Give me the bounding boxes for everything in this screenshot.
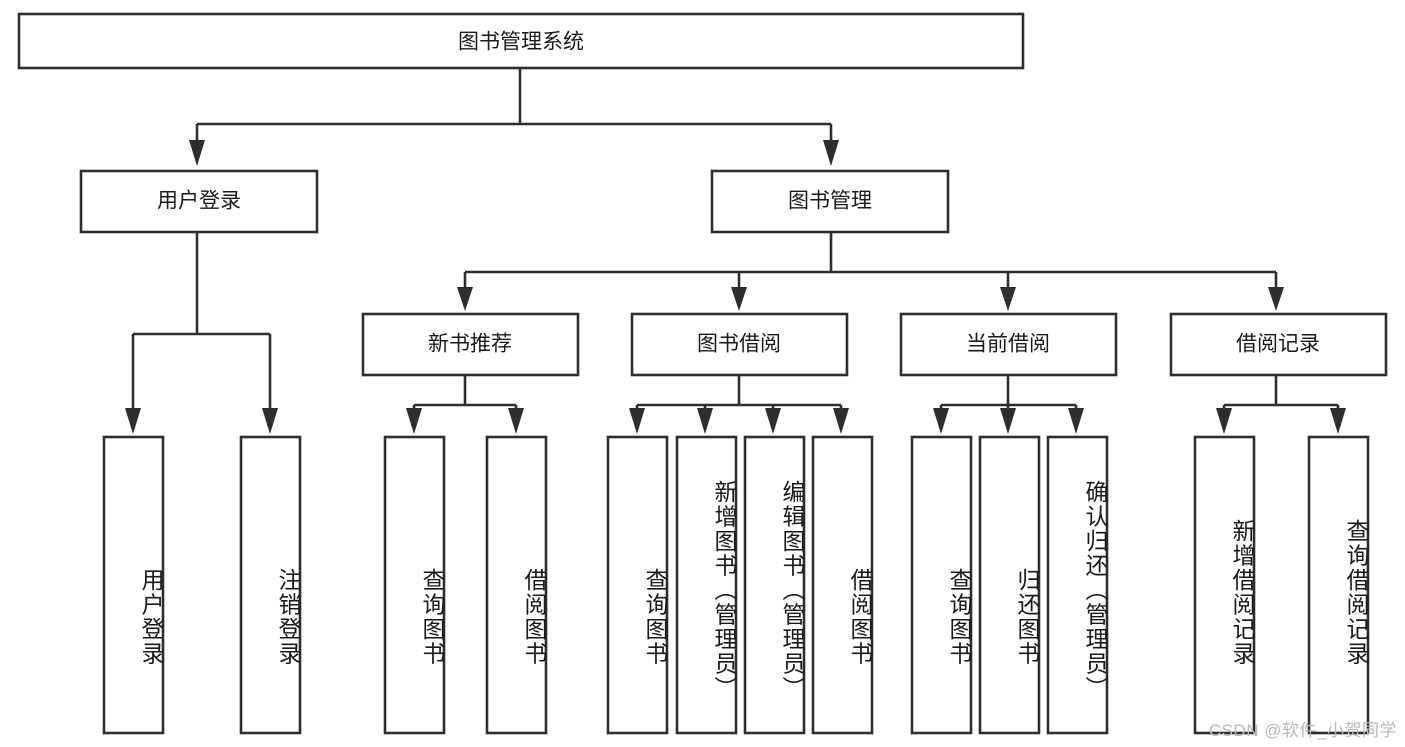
node-new-book-recommend-box[interactable] — [361, 312, 580, 377]
node-current-borrow[interactable]: 当前借阅 — [899, 312, 1118, 377]
node-user-login[interactable]: 用户登录 — [79, 169, 319, 234]
arrow-head-cb-leaf-2 — [1068, 408, 1084, 434]
connector-group-root — [189, 68, 839, 166]
node-book-management-label: 图书管理 — [788, 190, 872, 213]
connector-group-book-borrow — [629, 375, 849, 434]
arrow-head-bb-leaf-1 — [697, 408, 713, 434]
leaf-box-cb-1[interactable] — [978, 435, 1041, 735]
node-new-book-recommend[interactable]: 新书推荐 — [361, 312, 580, 377]
leaf-box-br-0[interactable] — [1193, 435, 1256, 735]
arrow-head-borrow-record — [1268, 287, 1284, 311]
node-current-borrow-label: 当前借阅 — [966, 333, 1050, 356]
node-borrow-record-label: 借阅记录 — [1236, 333, 1320, 356]
arrow-head-bb-leaf-3 — [833, 408, 849, 434]
connector-group-user-login — [125, 232, 278, 434]
arrow-head-user-login — [189, 140, 205, 166]
node-book-borrow[interactable]: 图书借阅 — [630, 312, 849, 377]
leaf-box-bb-1[interactable] — [675, 435, 738, 735]
leaf-box-cb-2[interactable] — [1046, 435, 1109, 735]
leaf-box-bb-2[interactable] — [743, 435, 806, 735]
arrow-head-cb-leaf-1 — [1000, 408, 1016, 434]
node-book-borrow-label: 图书借阅 — [697, 333, 781, 356]
leaf-box-nbr-0[interactable] — [383, 435, 446, 735]
arrow-head-bb-leaf-0 — [629, 408, 645, 434]
connector-group-current-borrow — [933, 375, 1084, 434]
node-root[interactable]: 图书管理系统 — [17, 12, 1025, 70]
arrow-head-book-borrow — [731, 287, 747, 311]
node-borrow-record-box[interactable] — [1169, 312, 1388, 377]
arrow-head-current-borrow — [1000, 287, 1016, 311]
node-new-book-recommend-label: 新书推荐 — [428, 333, 512, 356]
leaf-box-bb-0[interactable] — [606, 435, 669, 735]
arrow-head-user-login-leaf-0 — [125, 408, 141, 434]
node-book-management-box[interactable] — [710, 169, 950, 234]
connector-group-new-book-recommend — [406, 375, 524, 434]
leaf-box-nbr-1[interactable] — [485, 435, 548, 735]
node-user-login-box[interactable] — [79, 169, 319, 234]
csdn-watermark: CSDN @软件_小贺同学 — [1208, 721, 1397, 740]
leaf-box-br-1[interactable] — [1307, 435, 1370, 735]
arrow-head-bb-leaf-2 — [765, 408, 781, 434]
arrow-head-new-book-recommend — [457, 287, 473, 311]
arrow-head-user-login-leaf-1 — [262, 408, 278, 434]
connector-group-book-mgmt — [457, 232, 1284, 311]
connector-group-borrow-record — [1216, 375, 1346, 434]
node-root-label: 图书管理系统 — [458, 31, 584, 54]
node-user-login-label: 用户登录 — [157, 190, 241, 213]
arrow-head-br-leaf-1 — [1330, 408, 1346, 434]
arrow-head-cb-leaf-0 — [933, 408, 949, 434]
arrow-head-book-mgmt — [823, 140, 839, 166]
node-current-borrow-box[interactable] — [899, 312, 1118, 377]
leaf-box-user-login-0[interactable] — [102, 435, 165, 735]
leaf-box-user-login-1[interactable] — [239, 435, 302, 735]
node-book-management[interactable]: 图书管理 — [710, 169, 950, 234]
node-borrow-record[interactable]: 借阅记录 — [1169, 312, 1388, 377]
arrow-head-nbr-leaf-0 — [406, 408, 422, 434]
leaf-box-cb-0[interactable] — [910, 435, 973, 735]
arrow-head-nbr-leaf-1 — [508, 408, 524, 434]
node-book-borrow-box[interactable] — [630, 312, 849, 377]
leaf-box-bb-3[interactable] — [811, 435, 874, 735]
arrow-head-br-leaf-0 — [1216, 408, 1232, 434]
node-root-box[interactable] — [17, 12, 1025, 70]
